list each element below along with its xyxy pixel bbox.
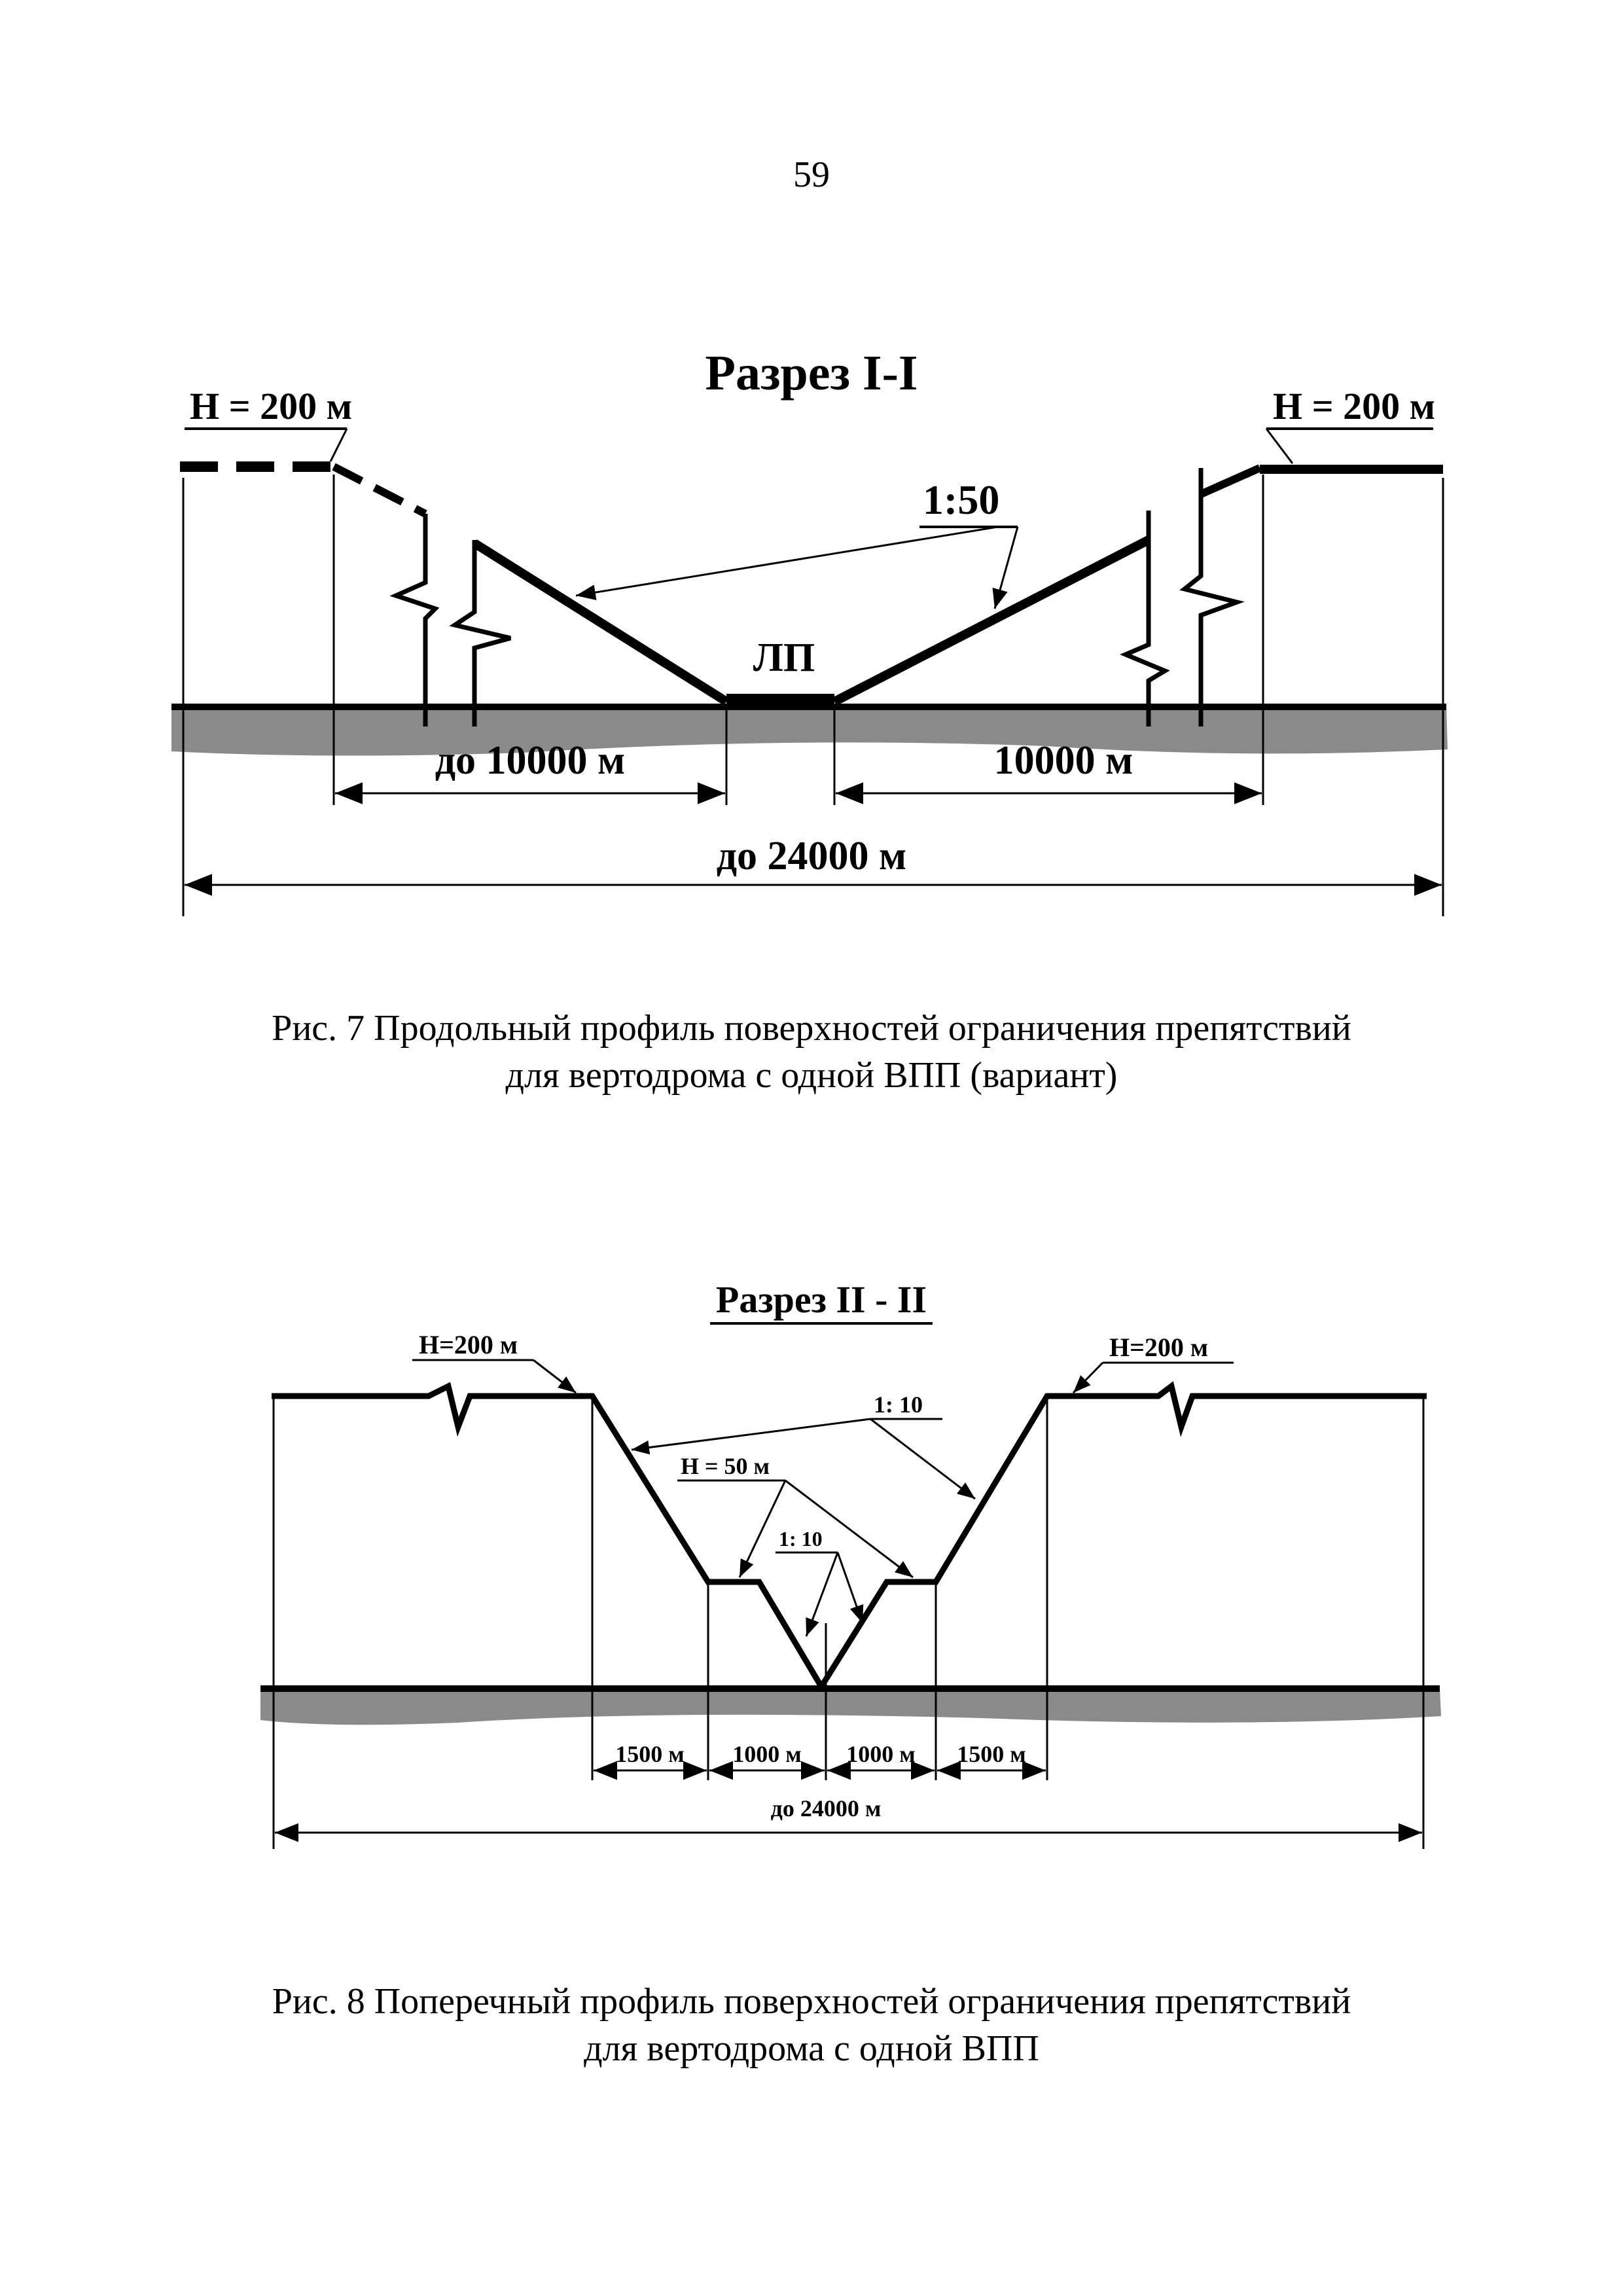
height-label-left-2: Н=200 м — [419, 1330, 518, 1359]
figure-8-caption-line1: Рис. 8 Поперечный профиль поверхностей о… — [272, 1981, 1351, 2022]
landing-strip — [726, 694, 834, 707]
slope-outer-leader-right — [870, 1418, 976, 1500]
height-label-right: Н = 200 м — [1273, 385, 1435, 427]
ground-band-2 — [260, 1687, 1441, 1725]
height-inner-leader-left — [738, 1480, 787, 1578]
dim2-label-4: 1500 м — [957, 1741, 1026, 1767]
height-label-right-2: Н=200 м — [1109, 1333, 1208, 1362]
figure-8-title: Разрез II - II — [716, 1278, 927, 1321]
height-inner-label: Н = 50 м — [681, 1453, 770, 1479]
slope-inner-label: 1: 10 — [779, 1527, 823, 1551]
dim-right-label: 10000 м — [994, 738, 1133, 783]
right-break-line-outer — [1179, 468, 1245, 726]
dim2-total-label: до 24000 м — [771, 1795, 882, 1821]
height-leader-right — [1265, 428, 1294, 464]
figure-8-caption-line2: для вертодрома с одной ВПП — [584, 2028, 1039, 2069]
dim2-label-3: 1000 м — [846, 1741, 916, 1767]
slope-outer-leader-left — [631, 1418, 871, 1455]
right-break-line-inner — [1120, 511, 1170, 726]
left-break-line-outer — [389, 514, 440, 726]
height-leader-left — [329, 428, 348, 462]
height-leader-right-2 — [1072, 1361, 1104, 1394]
transverse-profile-line — [272, 1381, 1427, 1693]
height-inner-leader-right — [785, 1479, 914, 1579]
left-conical-surface — [332, 463, 427, 518]
figure-7-longitudinal-profile: Разрез I-I Н = 200 м Н = 200 м ЛП 1:50 д… — [171, 346, 1448, 916]
slope-inner-leader-right — [836, 1552, 864, 1624]
slope-leader-left — [575, 526, 999, 601]
right-approach-slope — [832, 535, 1151, 706]
dim2-label-1: 1500 м — [615, 1741, 685, 1767]
strip-label: ЛП — [753, 636, 815, 680]
figure-8-caption: Рис. 8 Поперечный профиль поверхностей о… — [0, 1978, 1623, 2072]
left-approach-slope — [472, 539, 729, 706]
left-break-line-inner — [449, 540, 511, 726]
dim-total-label: до 24000 м — [717, 834, 907, 878]
height-label-left: Н = 200 м — [190, 385, 352, 427]
height-leader-left-2 — [533, 1359, 577, 1394]
figure-7-title: Разрез I-I — [705, 346, 918, 401]
ground-band — [171, 706, 1448, 756]
figure-7-caption-line2: для вертодрома с одной ВПП (вариант) — [505, 1055, 1118, 1096]
dim-left-label: до 10000 м — [435, 738, 626, 783]
slope-inner-leader-left — [805, 1552, 839, 1637]
right-conical-surface — [1199, 464, 1262, 498]
figure-7-caption-line1: Рис. 7 Продольный профиль поверхностей о… — [272, 1008, 1351, 1049]
slope-label: 1:50 — [923, 476, 999, 523]
slope-outer-label: 1: 10 — [874, 1391, 923, 1418]
figure-7-caption: Рис. 7 Продольный профиль поверхностей о… — [0, 1005, 1623, 1099]
page-number: 59 — [793, 154, 830, 195]
dim2-label-2: 1000 м — [732, 1741, 802, 1767]
slope-leader-right — [992, 526, 1019, 609]
